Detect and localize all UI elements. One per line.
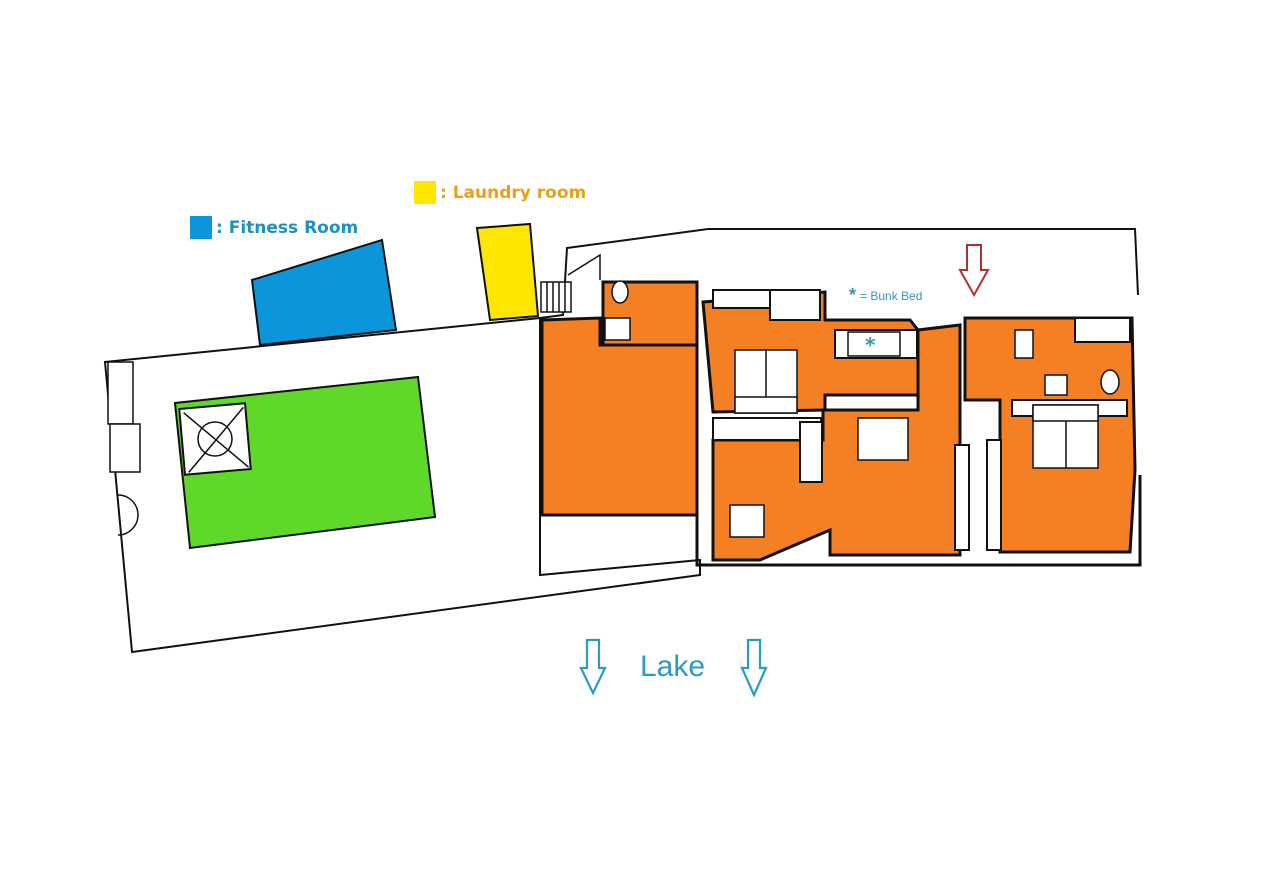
bed-icon <box>1032 404 1099 469</box>
lake-arrow-icon <box>740 638 768 698</box>
shower <box>1014 329 1034 359</box>
legend-laundry-label: : Laundry room <box>440 182 587 203</box>
bed-icon <box>734 349 798 414</box>
half-circle <box>117 494 139 536</box>
fitness-swatch <box>190 216 212 239</box>
kitchen-counter <box>857 417 909 461</box>
table-icon <box>197 421 233 457</box>
bunk-bed <box>847 331 901 357</box>
apartment-outer-wall <box>695 475 1142 567</box>
lake-label: Lake <box>640 650 706 683</box>
legend-fitness-label: : Fitness Room <box>216 217 359 238</box>
laundry-swatch <box>414 181 436 204</box>
corridor-outline <box>539 228 1139 319</box>
fitness-room <box>250 238 398 347</box>
toilet-icon <box>1100 369 1120 395</box>
corridor-inner <box>567 253 601 280</box>
toilet-icon <box>611 280 629 304</box>
bunk-bed-note: * = Bunk Bed <box>849 285 922 306</box>
bench-1 <box>107 361 134 425</box>
bunk-bed-note-text: = Bunk Bed <box>860 288 923 303</box>
laundry-room <box>475 222 540 322</box>
sink <box>604 317 631 341</box>
lake-arrow-icon <box>579 638 607 696</box>
legend-fitness: : Fitness Room <box>190 216 358 239</box>
bunk-bed-star-icon: * <box>865 333 876 357</box>
stairs <box>540 281 572 313</box>
bunk-bed-star-icon: * <box>849 285 857 305</box>
legend-laundry: : Laundry room <box>414 181 586 204</box>
bench-2 <box>109 423 141 473</box>
sink <box>1044 374 1068 396</box>
table-icon <box>729 504 765 538</box>
entrance-arrow-icon <box>958 244 990 298</box>
